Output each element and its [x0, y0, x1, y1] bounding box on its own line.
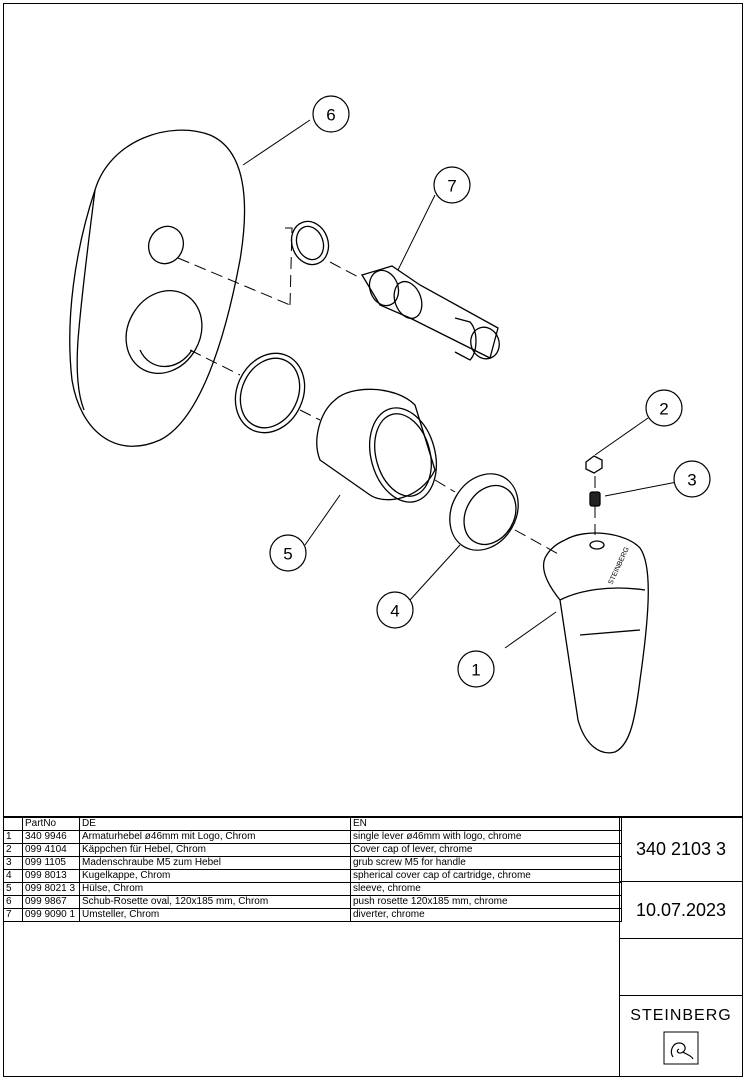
callout-circle-1: [457, 650, 495, 688]
callout-2: 2: [659, 400, 668, 419]
article-number: 340 2103 3: [619, 817, 743, 882]
row-index: 4: [3, 869, 23, 883]
row-index: 5: [3, 882, 23, 896]
row-partno: 099 9867: [22, 895, 80, 909]
row-index: 7: [3, 908, 23, 922]
row-index: 3: [3, 856, 23, 870]
table-row: 6 099 9867 Schub-Rosette oval, 120x185 m…: [3, 895, 622, 909]
exploded-view-drawing: STEINBERG 6 7 2 3 5: [69, 95, 711, 754]
row-partno: 099 8013: [22, 869, 80, 883]
o-ring: [234, 352, 306, 434]
callout-4: 4: [390, 602, 399, 621]
row-en: spherical cover cap of cartridge, chrome: [350, 869, 622, 883]
callout-3: 3: [687, 471, 696, 490]
table-row: 7 099 9090 1 Umsteller, Chrom diverter, …: [3, 908, 622, 922]
callout-circle-3: [673, 460, 711, 498]
row-en: sleeve, chrome: [350, 882, 622, 896]
row-partno: 099 8021 3: [22, 882, 80, 896]
table-row: 4 099 8013 Kugelkappe, Chrom spherical c…: [3, 869, 622, 883]
table-row: 1 340 9946 Armaturhebel ø46mm mit Logo, …: [3, 830, 622, 844]
brand-name: STEINBERG: [630, 1007, 732, 1024]
callout-circle-2: [645, 389, 683, 427]
row-en: grub screw M5 for handle: [350, 856, 622, 870]
callout-7: 7: [447, 177, 456, 196]
callout-6: 6: [326, 106, 335, 125]
row-de: Kugelkappe, Chrom: [79, 869, 351, 883]
header-en: EN: [350, 817, 622, 831]
callout-1: 1: [471, 661, 480, 680]
title-block: 340 2103 3 10.07.2023 STEINBERG: [619, 817, 743, 1077]
table-top-rule: [3, 816, 743, 817]
callout-circle-7: [433, 166, 471, 204]
table-header-row: PartNo DE EN: [3, 817, 622, 831]
header-partno: PartNo: [22, 817, 80, 831]
table-row: 2 099 4104 Käppchen für Hebel, Chrom Cov…: [3, 843, 622, 857]
row-en: diverter, chrome: [350, 908, 622, 922]
row-index: 2: [3, 843, 23, 857]
row-index: 6: [3, 895, 23, 909]
callout-circle-5: [269, 534, 307, 572]
callout-5: 5: [283, 545, 292, 564]
row-de: Schub-Rosette oval, 120x185 mm, Chrom: [79, 895, 351, 909]
row-de: Armaturhebel ø46mm mit Logo, Chrom: [79, 830, 351, 844]
row-de: Madenschraube M5 zum Hebel: [79, 856, 351, 870]
drawing-date: 10.07.2023: [619, 881, 743, 939]
row-de: Umsteller, Chrom: [79, 908, 351, 922]
steinberg-logo-icon: [663, 1031, 699, 1065]
row-de: Hülse, Chrom: [79, 882, 351, 896]
part-1-lever: STEINBERG: [542, 532, 649, 754]
part-2-cap: [585, 455, 603, 474]
callout-circle-6: [312, 95, 350, 133]
row-en: Cover cap of lever, chrome: [350, 843, 622, 857]
table-row: 3 099 1105 Madenschraube M5 zum Hebel gr…: [3, 856, 622, 870]
brand-cell: STEINBERG: [619, 995, 743, 1077]
row-de: Käppchen für Hebel, Chrom: [79, 843, 351, 857]
table-row: 5 099 8021 3 Hülse, Chrom sleeve, chrome: [3, 882, 622, 896]
row-index: 1: [3, 830, 23, 844]
parts-table: PartNo DE EN 1 340 9946 Armaturhebel ø46…: [3, 817, 622, 922]
empty-cell: [619, 938, 743, 996]
part-4-cover-cap: [449, 473, 519, 551]
part-6-rosette: [69, 129, 246, 447]
header-index: [3, 817, 23, 831]
row-partno: 099 1105: [22, 856, 80, 870]
row-partno: 340 9946: [22, 830, 80, 844]
row-en: push rosette 120x185 mm, chrome: [350, 895, 622, 909]
row-partno: 099 4104: [22, 843, 80, 857]
part-7-diverter: [290, 220, 500, 361]
svg-text:STEINBERG: STEINBERG: [607, 546, 630, 586]
header-de: DE: [79, 817, 351, 831]
row-partno: 099 9090 1: [22, 908, 80, 922]
callout-circle-4: [376, 591, 414, 629]
part-5-sleeve: [316, 388, 437, 503]
part-3-grub-screw: [589, 491, 601, 507]
row-en: single lever ø46mm with logo, chrome: [350, 830, 622, 844]
